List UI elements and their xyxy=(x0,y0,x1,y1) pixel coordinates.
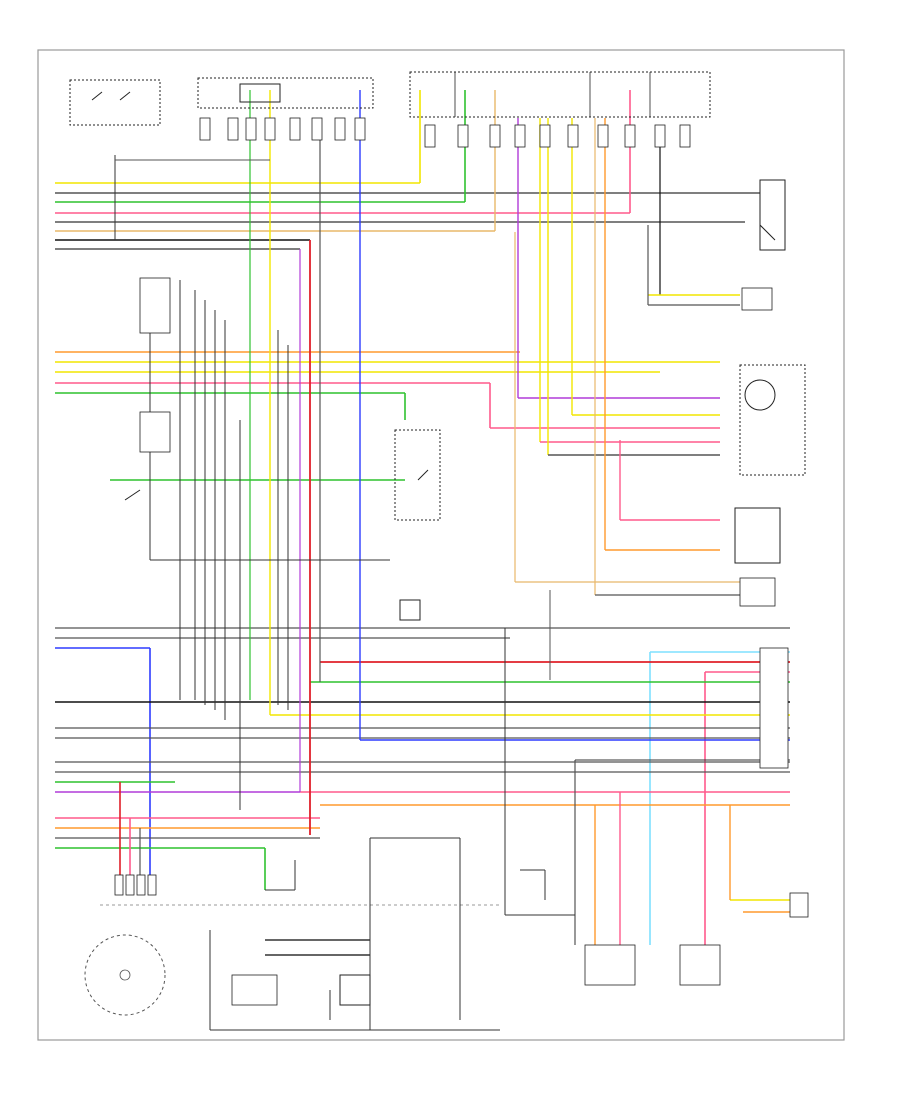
data-link-contact xyxy=(759,224,776,241)
wire-connector xyxy=(264,117,276,141)
wire-connector xyxy=(514,124,526,148)
data-link-box xyxy=(759,179,786,251)
distributor-plug xyxy=(125,874,135,896)
ecm-connector-a xyxy=(139,277,171,334)
wire-harness xyxy=(55,90,790,945)
ignition-switch-contact xyxy=(119,91,131,101)
ecm-right-connector xyxy=(759,647,789,769)
starter-relay-contact xyxy=(417,469,429,481)
wire-connector xyxy=(334,117,346,141)
egr-connector xyxy=(741,287,773,311)
wire-connector xyxy=(597,124,609,148)
wire-connector xyxy=(539,124,551,148)
distributor-symbol xyxy=(84,934,166,1016)
distributor-plug xyxy=(114,874,124,896)
wire-connector xyxy=(457,124,469,148)
wire-connector xyxy=(354,117,366,141)
neutral-switch-contact xyxy=(124,489,141,501)
wire-connector xyxy=(424,124,436,148)
wire-connector xyxy=(311,117,323,141)
distributor-rotor xyxy=(119,969,131,981)
distributor-plug xyxy=(147,874,157,896)
ecm-connector-b xyxy=(139,411,171,453)
ignition-switch-box xyxy=(69,79,161,126)
ground-wiring xyxy=(100,155,790,1031)
idle-valve-connector xyxy=(789,892,809,918)
components xyxy=(69,71,809,1016)
throttle-sensor-box xyxy=(739,364,806,476)
wire-connector xyxy=(199,117,211,141)
map-sensor-box xyxy=(734,507,781,564)
wire-connector xyxy=(624,124,636,148)
distributor-plug xyxy=(136,874,146,896)
noise-filter-box xyxy=(339,974,371,1006)
fuel-pump-box xyxy=(584,944,636,986)
ignition-switch-contact xyxy=(91,91,103,101)
diagram-border xyxy=(37,49,845,1041)
fuse-box-left xyxy=(197,77,374,109)
throttle-sensor-symbol xyxy=(744,379,776,411)
wire-connector xyxy=(489,124,501,148)
wire-connector xyxy=(227,117,239,141)
wire-connector xyxy=(245,117,257,141)
speed-sensor-connector xyxy=(739,577,776,607)
starter-relay-box xyxy=(394,429,441,521)
wire-connector xyxy=(289,117,301,141)
fuse-box-right xyxy=(409,71,711,118)
fuse-relay xyxy=(239,83,281,103)
wire-connector xyxy=(567,124,579,148)
ignition-coil-box xyxy=(231,974,278,1006)
test-connector-box xyxy=(399,599,421,621)
cam-sensor-box xyxy=(679,944,721,986)
wire-connector xyxy=(679,124,691,148)
wire-connector xyxy=(654,124,666,148)
